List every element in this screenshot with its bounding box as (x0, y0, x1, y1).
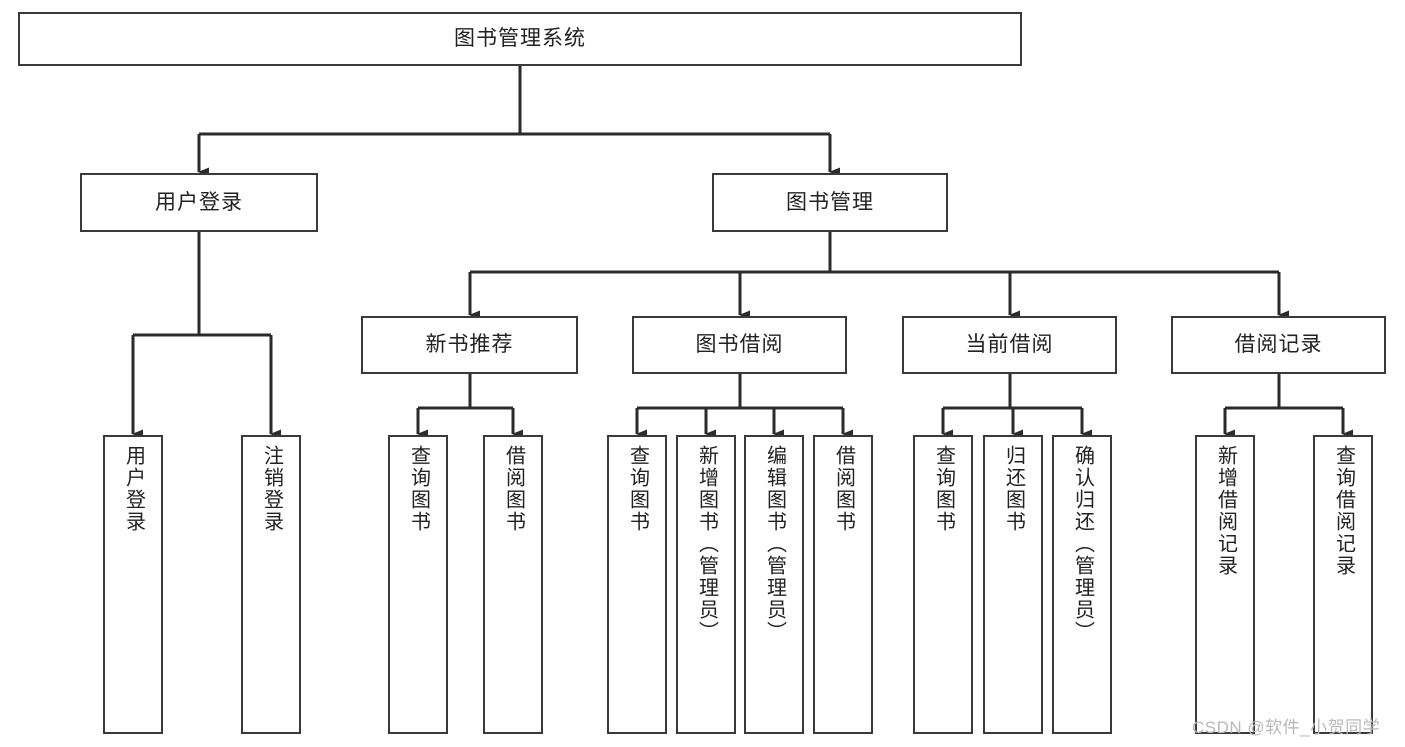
node-root[interactable]: 图书管理系统 (18, 12, 1022, 66)
node-label: 查询图书 (407, 445, 430, 533)
leaf-query-book-current[interactable]: 查询图书 (913, 435, 973, 734)
node-book-borrow[interactable]: 图书借阅 (632, 316, 847, 374)
node-label: 查询图书 (932, 445, 955, 533)
leaf-logout[interactable]: 注销登录 (241, 435, 301, 734)
node-label: 确认归还（管理员） (1071, 445, 1094, 643)
node-label: 当前借阅 (965, 333, 1054, 357)
leaf-query-book-borrow[interactable]: 查询图书 (607, 435, 667, 734)
node-user-login[interactable]: 用户登录 (80, 173, 318, 232)
node-book-management[interactable]: 图书管理 (712, 173, 948, 232)
leaf-borrow-book[interactable]: 借阅图书 (813, 435, 873, 734)
node-label: 注销登录 (260, 445, 283, 533)
node-current-borrow[interactable]: 当前借阅 (902, 316, 1117, 374)
node-label: 借阅记录 (1234, 333, 1323, 357)
node-label: 新增借阅记录 (1214, 445, 1237, 577)
leaf-add-book-admin[interactable]: 新增图书（管理员） (676, 435, 736, 734)
leaf-edit-book-admin[interactable]: 编辑图书（管理员） (744, 435, 804, 734)
node-label: 查询借阅记录 (1332, 445, 1355, 577)
node-label: 用户登录 (155, 190, 243, 214)
leaf-borrow-book-recommend[interactable]: 借阅图书 (483, 435, 543, 734)
node-label: 借阅图书 (832, 445, 855, 533)
leaf-query-borrow-record[interactable]: 查询借阅记录 (1313, 435, 1373, 734)
node-label: 用户登录 (122, 445, 145, 533)
node-label: 归还图书 (1002, 445, 1025, 533)
edge-lines (131, 66, 1353, 439)
node-label: 借阅图书 (502, 445, 525, 533)
csdn-watermark: CSDN @软件_小贺同学 (1192, 718, 1381, 737)
node-label: 图书管理系统 (454, 27, 586, 51)
node-label: 图书借阅 (695, 333, 784, 357)
leaf-return-book[interactable]: 归还图书 (983, 435, 1043, 734)
node-label: 新书推荐 (425, 333, 514, 357)
node-label: 查询图书 (626, 445, 649, 533)
node-label: 新增图书（管理员） (695, 445, 718, 643)
node-new-book-recommend[interactable]: 新书推荐 (361, 316, 578, 374)
leaf-user-login[interactable]: 用户登录 (103, 435, 163, 734)
leaf-query-book-recommend[interactable]: 查询图书 (388, 435, 448, 734)
node-label: 图书管理 (786, 190, 874, 214)
leaf-confirm-return-admin[interactable]: 确认归还（管理员） (1052, 435, 1112, 734)
leaf-add-borrow-record[interactable]: 新增借阅记录 (1195, 435, 1255, 734)
node-borrow-record[interactable]: 借阅记录 (1171, 316, 1386, 374)
node-label: 编辑图书（管理员） (763, 445, 786, 643)
